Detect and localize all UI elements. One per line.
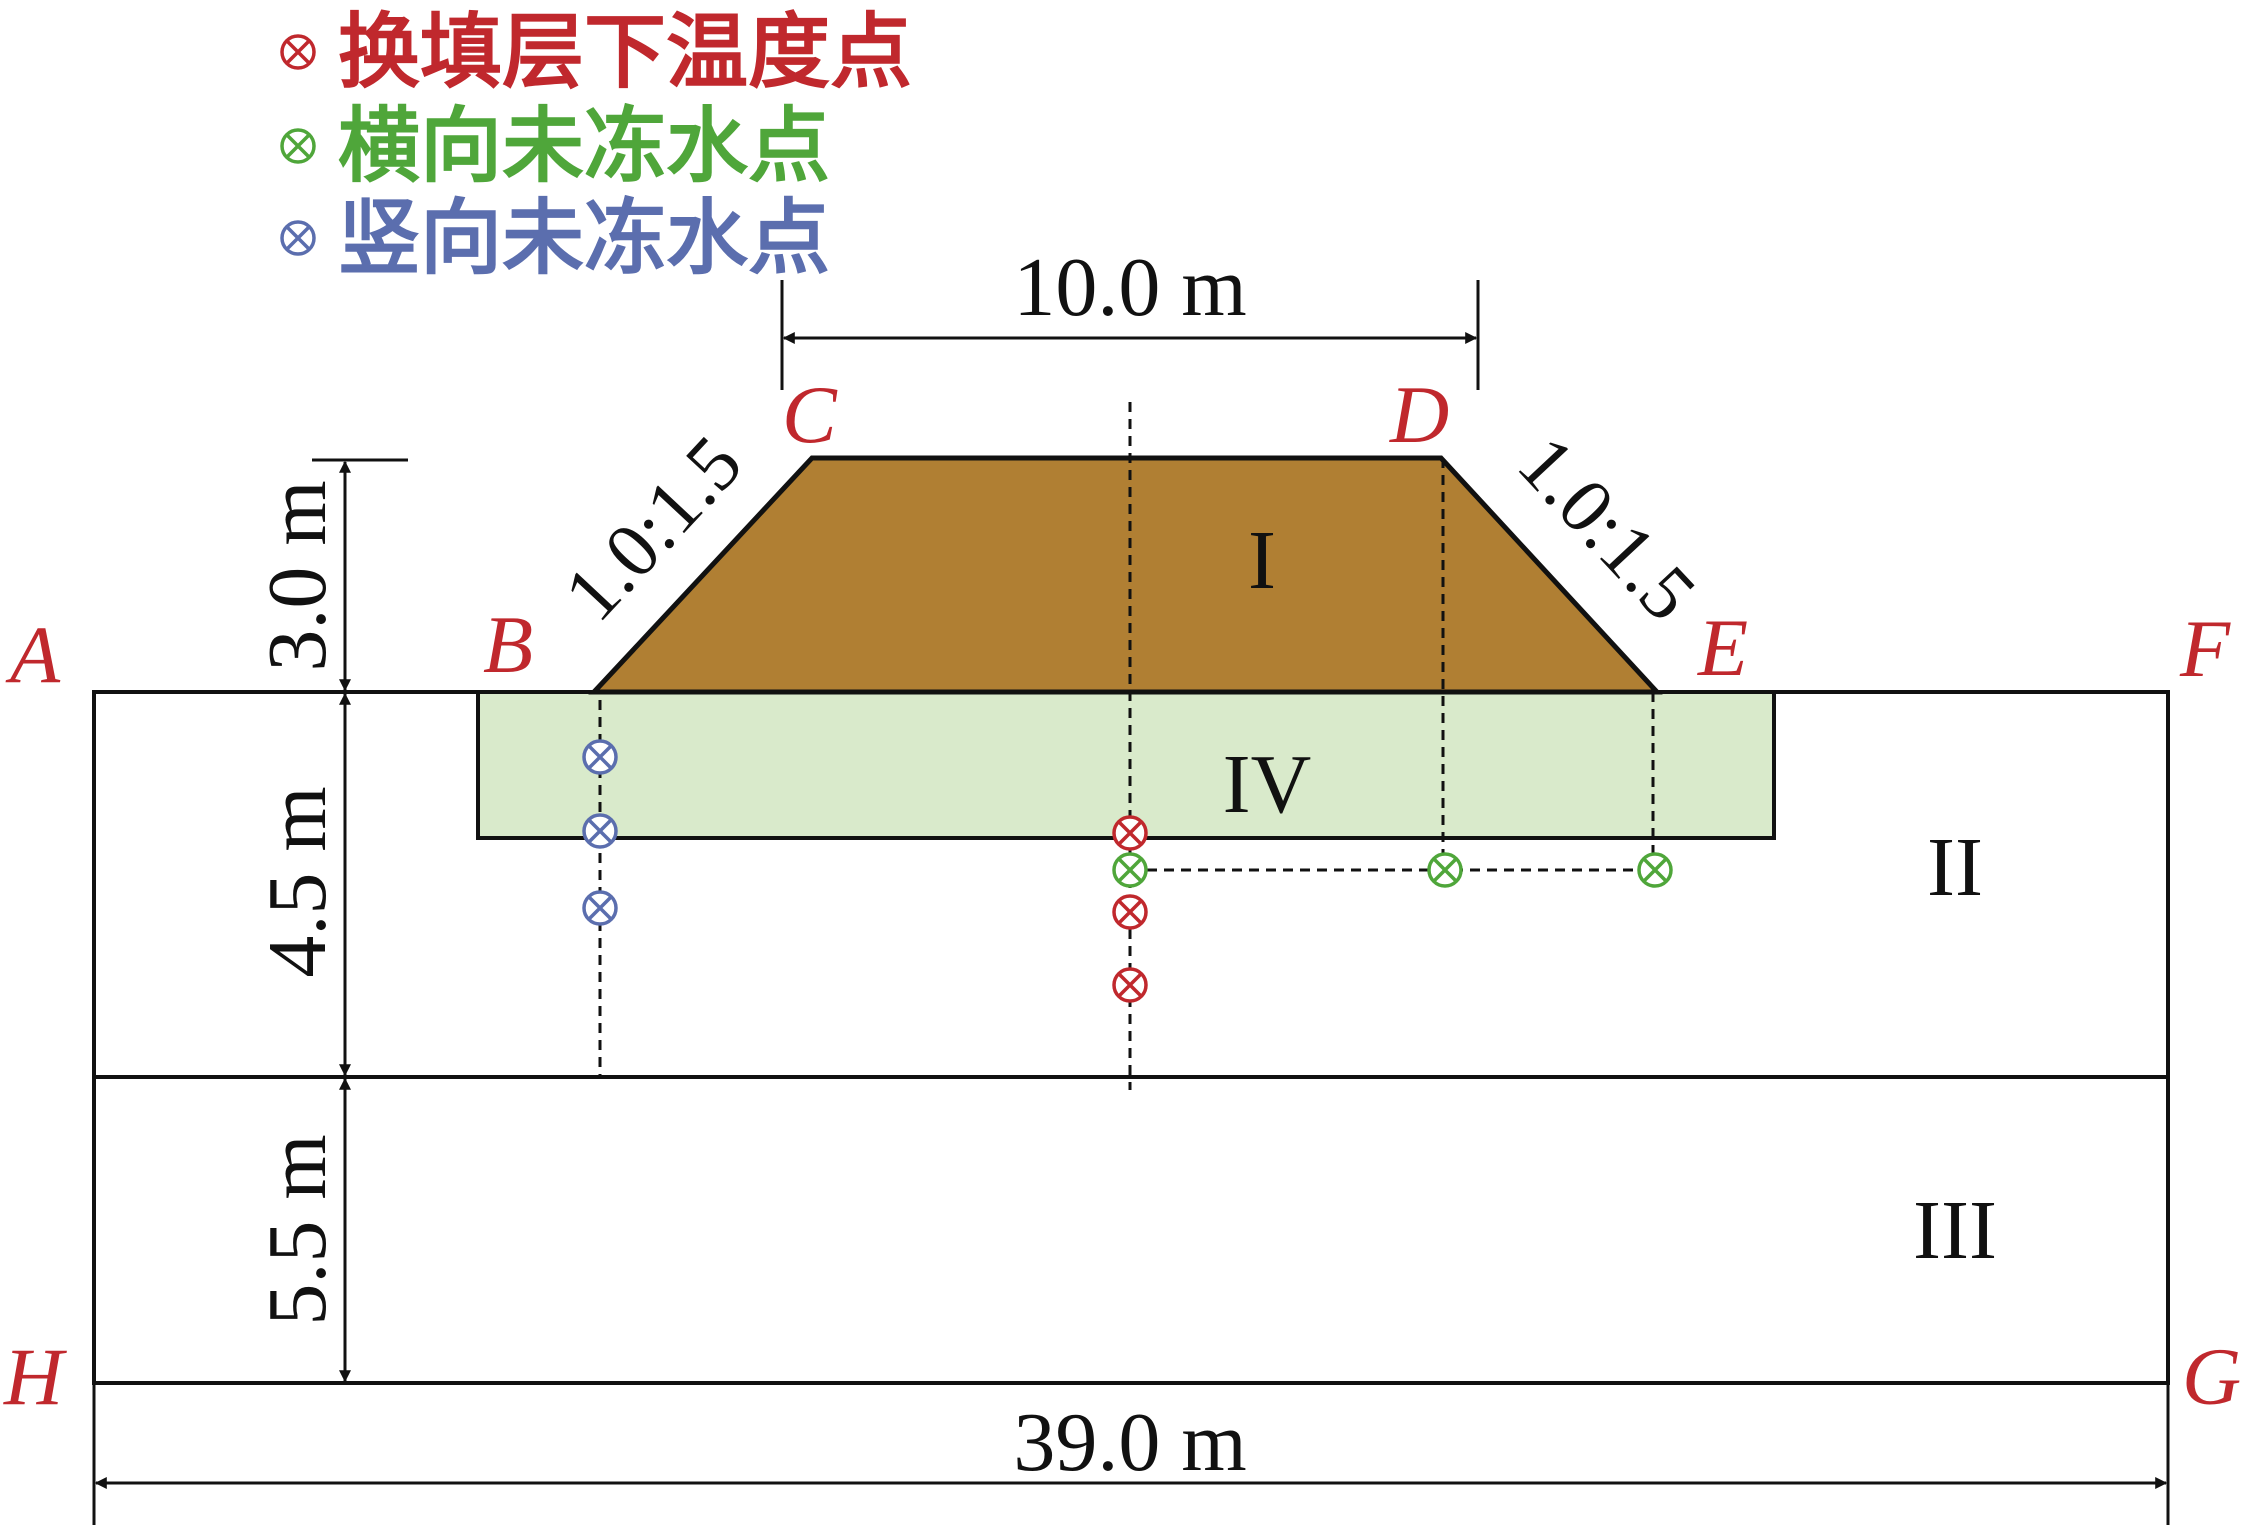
region-label-iv: IV [1223,738,1312,831]
vertical-water-point [582,739,618,775]
region-labels: I IV II III [1223,514,1997,1277]
temperature-point [1112,967,1148,1003]
replacement-layer-iv [476,690,1776,840]
point-label-h: H [3,1331,67,1422]
temperature-point-icon [280,34,316,70]
point-label-c: C [782,369,838,460]
region-label-iii: III [1913,1184,1997,1277]
legend: 换填层下温度点 横向未冻水点 竖向未冻水点 [280,5,912,286]
legend-item-vertical-water: 竖向未冻水点 [280,191,830,286]
layer-ii-depth-label: 4.5 m [251,786,344,977]
point-label-b: B [483,599,533,690]
soil-layer-iii [92,1075,2170,1385]
top-width-label: 10.0 m [1013,241,1246,334]
point-label-g: G [2182,1331,2241,1422]
legend-label-vertical-water: 竖向未冻水点 [338,191,830,286]
dimension-lines [92,280,2170,1525]
vertical-water-point [582,890,618,926]
legend-item-horizontal-water: 横向未冻水点 [280,99,830,194]
measurement-lines [598,402,1655,1090]
embankment-i [588,455,1663,695]
legend-label-horizontal-water: 横向未冻水点 [338,99,830,194]
point-labels: A B C D E F G H [3,369,2241,1422]
horizontal-water-point [1112,852,1148,888]
legend-label-temperature: 换填层下温度点 [338,5,912,100]
horizontal-water-point-icon [280,128,316,164]
layer-iii-depth-label: 5.5 m [251,1134,344,1325]
legend-item-temperature: 换填层下温度点 [280,5,912,100]
vertical-water-point-icon [280,220,316,256]
dimension-labels: 10.0 m 3.0 m 4.5 m 5.5 m 39.0 m [251,241,1247,1489]
point-label-e: E [1697,602,1748,693]
temperature-point [1112,894,1148,930]
region-label-i: I [1248,514,1276,607]
sensor-points [582,739,1673,1003]
total-width-label: 39.0 m [1013,1396,1246,1489]
point-label-d: D [1389,369,1449,460]
embankment-height-label: 3.0 m [251,480,344,671]
point-label-a: A [5,609,61,700]
vertical-water-point [582,813,618,849]
temperature-point [1112,815,1148,851]
region-label-ii: II [1927,821,1983,914]
horizontal-water-point [1427,852,1463,888]
horizontal-water-point [1637,852,1673,888]
point-label-f: F [2179,603,2231,694]
